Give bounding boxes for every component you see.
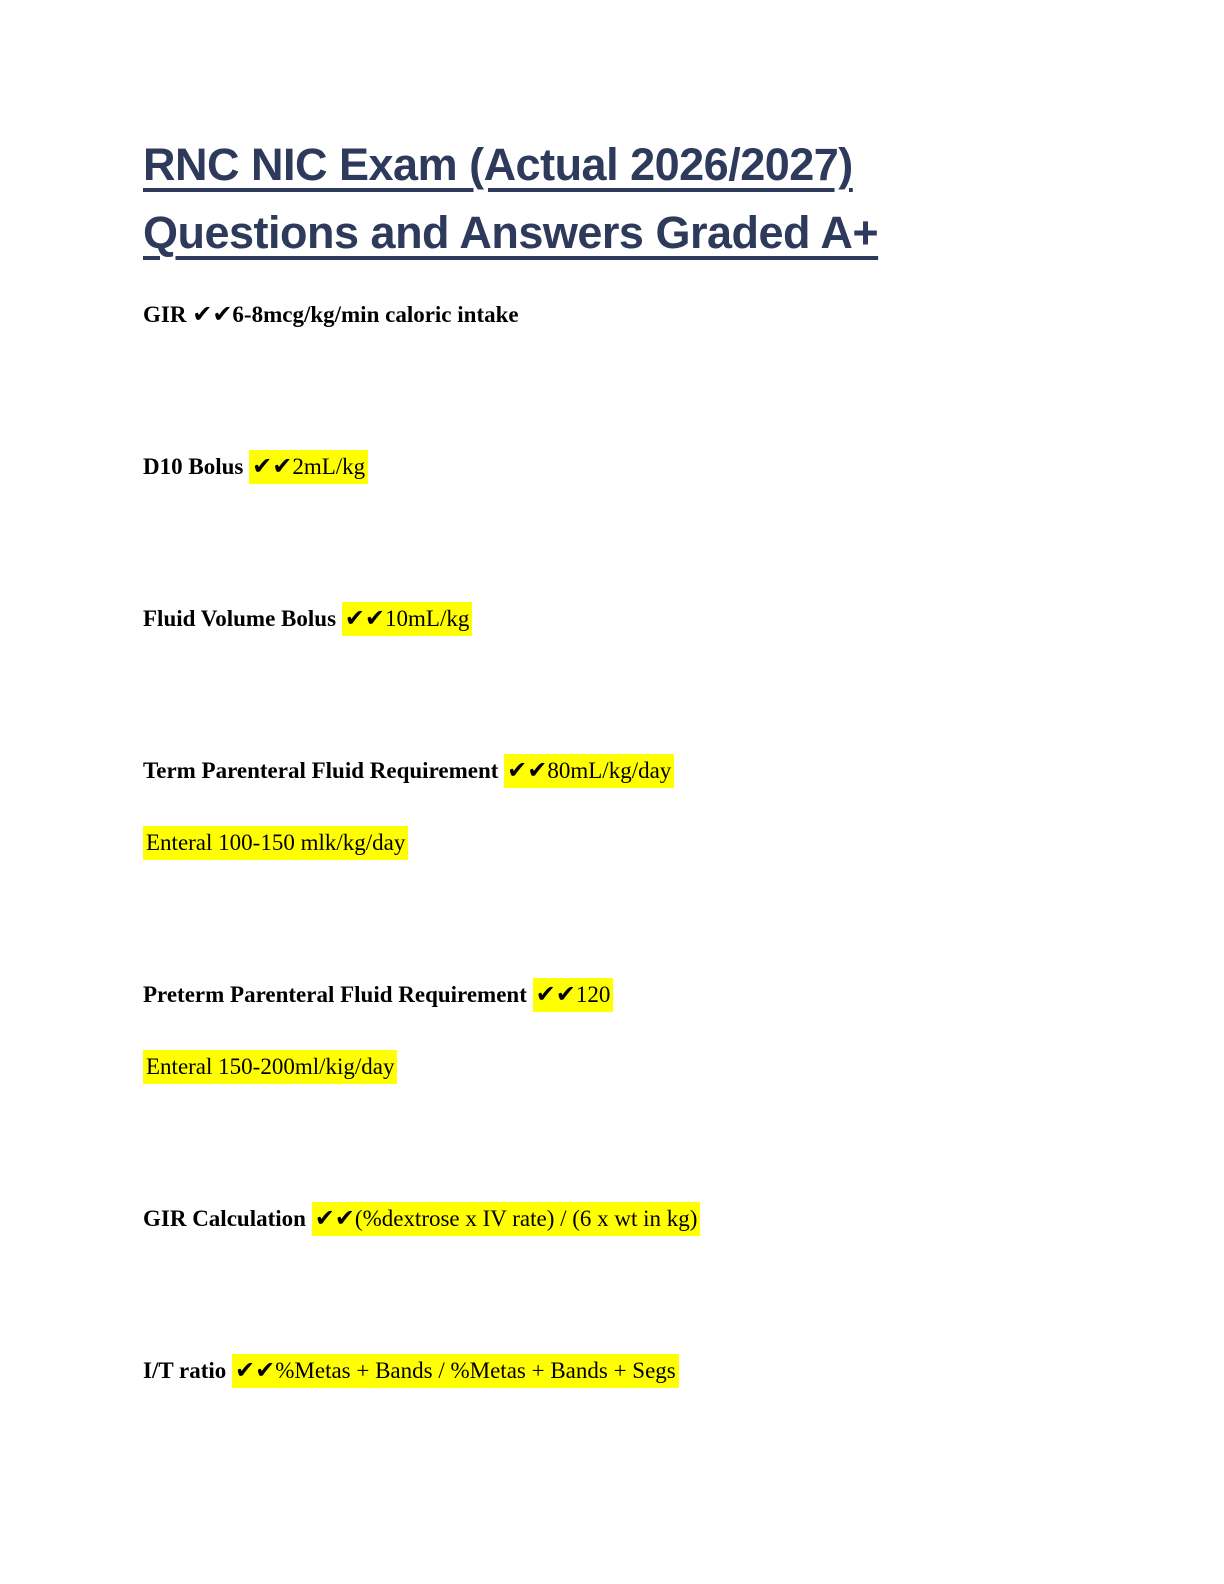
checkmark-icons: ✔✔ [192, 300, 233, 328]
qa-row-it-ratio: I/T ratio ✔✔%Metas + Bands / %Metas + Ba… [143, 1354, 1084, 1388]
qa-row-gir-calculation: GIR Calculation ✔✔(%dextrose x IV rate) … [143, 1202, 1084, 1236]
answer-text: 2mL/kg [292, 454, 366, 479]
checkmark-icons: ✔✔ [344, 604, 385, 632]
highlighted-answer: Enteral 100-150 mlk/kg/day [143, 826, 409, 860]
highlighted-answer: ✔✔10mL/kg [341, 602, 473, 636]
answer-text: 120 [575, 982, 611, 1007]
question-text: GIR [143, 302, 193, 327]
answer-text: Enteral 150-200ml/kig/day [146, 1054, 395, 1079]
checkmark-icons: ✔✔ [535, 980, 576, 1008]
question-text: I/T ratio [143, 1358, 233, 1383]
checkmark-icons: ✔✔ [252, 452, 293, 480]
question-text: D10 Bolus [143, 454, 250, 479]
page-title-line-2: Questions and Answers Graded A+ [143, 207, 879, 258]
highlighted-answer: ✔✔80mL/kg/day [504, 754, 675, 788]
highlighted-answer: Enteral 150-200ml/kig/day [143, 1050, 398, 1084]
qa-row-fluid-volume-bolus: Fluid Volume Bolus ✔✔10mL/kg [143, 602, 1084, 636]
answer-text: 80mL/kg/day [547, 758, 672, 783]
answer-text: %Metas + Bands / %Metas + Bands + Segs [275, 1358, 676, 1383]
highlighted-answer: ✔✔2mL/kg [249, 450, 369, 484]
answer-text: 10mL/kg [385, 606, 470, 631]
checkmark-icons: ✔✔ [507, 756, 548, 784]
question-text: GIR Calculation [143, 1206, 312, 1231]
page-title: RNC NIC Exam (Actual 2026/2027) Questions… [143, 131, 1084, 267]
qa-row-gir: GIR ✔✔6-8mcg/kg/min caloric intake [143, 299, 1084, 330]
question-text: Fluid Volume Bolus [143, 606, 342, 631]
qa-row-enteral-term: Enteral 100-150 mlk/kg/day [143, 826, 1084, 860]
qa-row-preterm-parenteral: Preterm Parenteral Fluid Requirement ✔✔1… [143, 978, 1084, 1012]
question-text: Preterm Parenteral Fluid Requirement [143, 982, 533, 1007]
page-title-line-1: RNC NIC Exam (Actual 2026/2027) [143, 139, 853, 190]
highlighted-answer: ✔✔%Metas + Bands / %Metas + Bands + Segs [232, 1354, 679, 1388]
qa-row-term-parenteral: Term Parenteral Fluid Requirement ✔✔80mL… [143, 754, 1084, 788]
qa-row-enteral-preterm: Enteral 150-200ml/kig/day [143, 1050, 1084, 1084]
checkmark-icons: ✔✔ [314, 1204, 355, 1232]
qa-row-d10-bolus: D10 Bolus ✔✔2mL/kg [143, 450, 1084, 484]
highlighted-answer: ✔✔120 [532, 978, 614, 1012]
answer-text: Enteral 100-150 mlk/kg/day [146, 830, 406, 855]
highlighted-answer: ✔✔(%dextrose x IV rate) / (6 x wt in kg) [311, 1202, 701, 1236]
answer-text: (%dextrose x IV rate) / (6 x wt in kg) [354, 1206, 698, 1231]
answer-text: 6-8mcg/kg/min caloric intake [232, 302, 519, 327]
question-text: Term Parenteral Fluid Requirement [143, 758, 505, 783]
checkmark-icons: ✔✔ [235, 1356, 276, 1384]
